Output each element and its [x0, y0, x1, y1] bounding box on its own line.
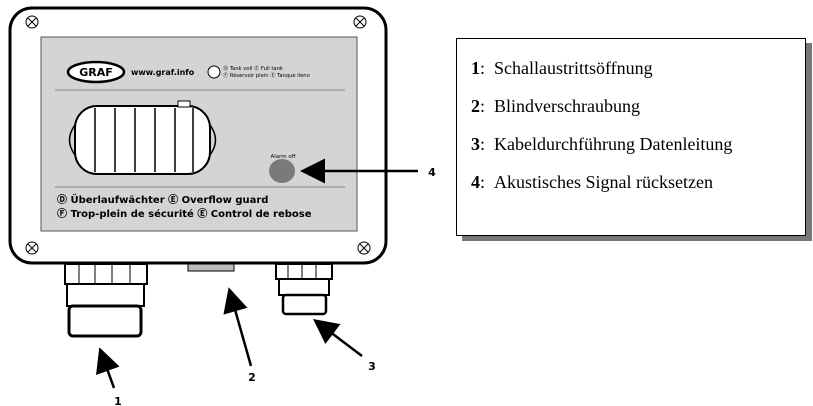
- legend-text: Schallaustrittsöffnung: [494, 58, 653, 78]
- legend-number: 4: [471, 172, 480, 192]
- callout-label: 2: [248, 371, 256, 384]
- right-cable-gland: [275, 263, 333, 316]
- screw-icon: [25, 15, 39, 29]
- left-cable-gland: [64, 263, 148, 338]
- tank-icon: [68, 100, 217, 175]
- legend-number: 2: [471, 96, 480, 116]
- legend-separator: :: [480, 134, 486, 154]
- legend-text: Akustisches Signal rücksetzen: [494, 172, 713, 192]
- legend-number: 3: [471, 134, 480, 154]
- alarm-off-button[interactable]: [269, 159, 295, 183]
- legend-item: 1: Schallaustrittsöffnung: [471, 49, 805, 87]
- alarm-off-label: Alarm off: [270, 154, 295, 160]
- callout-label: 1: [114, 395, 122, 406]
- legend-item: 3: Kabeldurchführung Datenleitung: [471, 125, 805, 163]
- legend-number: 1: [471, 58, 480, 78]
- legend-item: 2: Blindverschraubung: [471, 87, 805, 125]
- tank-full-indicator: [207, 65, 221, 79]
- legend-separator: :: [480, 58, 486, 78]
- legend-separator: :: [480, 172, 486, 192]
- graf-logo: [66, 60, 126, 84]
- callout-arrow: [313, 318, 363, 357]
- legend-box: 1: Schallaustrittsöffnung 2: Blindversch…: [456, 38, 806, 236]
- panel-title-line-1: Ⓓ Überlaufwächter Ⓔ Overflow guard: [57, 192, 268, 206]
- tank-full-label-2: Ⓕ Réservoir plein Ⓔ Tanque lleno: [223, 71, 310, 79]
- screw-icon: [25, 241, 39, 255]
- callout-arrow: [223, 287, 253, 367]
- website-text: www.graf.info: [131, 68, 195, 77]
- callout-arrow: [96, 347, 120, 389]
- panel-title-line-2: Ⓕ Trop-plein de sécurité Ⓔ Control de re…: [57, 207, 312, 220]
- tank-full-label-1: Ⓓ Tank voll Ⓔ Full tank: [223, 64, 283, 72]
- legend-item: 4: Akustisches Signal rücksetzen: [471, 163, 805, 201]
- screw-icon: [357, 241, 371, 255]
- legend-text: Blindverschraubung: [494, 96, 640, 116]
- legend-text: Kabeldurchführung Datenleitung: [494, 134, 733, 154]
- screw-icon: [353, 15, 367, 29]
- blind-plug: [187, 263, 235, 272]
- callout-label: 3: [368, 360, 376, 373]
- legend-separator: :: [480, 96, 486, 116]
- callout-label: 4: [428, 166, 436, 179]
- logo-text: GRAF: [79, 66, 113, 79]
